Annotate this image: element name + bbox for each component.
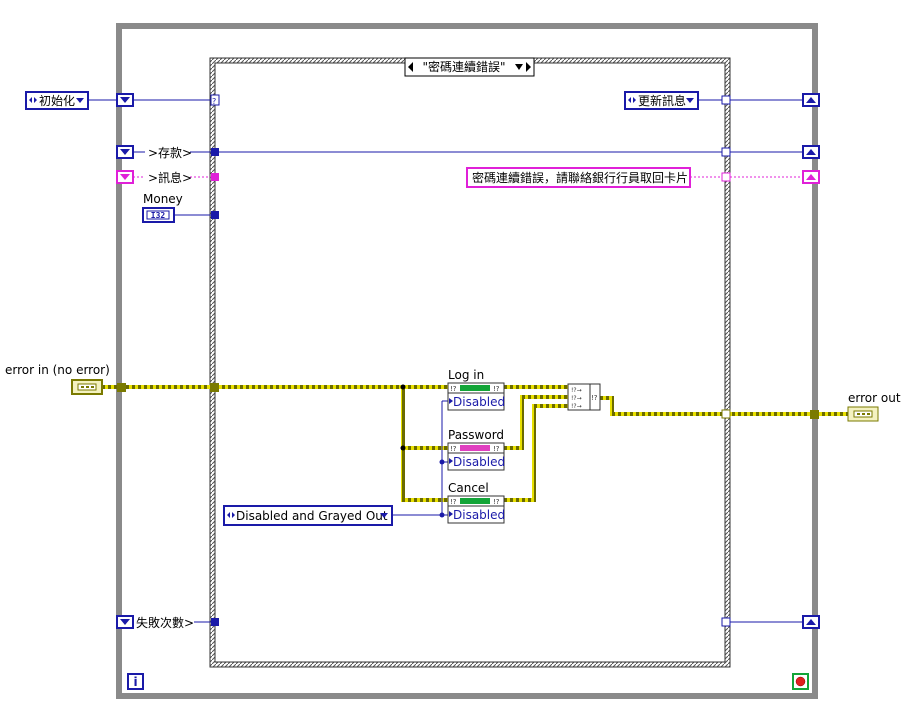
merge-errors-icon: !? xyxy=(591,394,598,402)
tunnel-icon xyxy=(721,95,731,105)
property-node-property: Disabled xyxy=(453,395,505,409)
tunnel-icon xyxy=(721,172,731,182)
money-type-badge: I32 xyxy=(151,211,166,220)
shift-register-icon xyxy=(806,97,816,103)
case-selector-value: "密碼連續錯誤" xyxy=(422,59,505,74)
merge-errors-node[interactable]: !?→ !?→ !?→ !? xyxy=(567,383,601,411)
tunnel-icon xyxy=(211,148,219,156)
property-node-color-bar xyxy=(460,385,490,391)
tunnel-icon xyxy=(210,383,219,392)
input-arrow-icon xyxy=(449,398,453,404)
tunnel-icon xyxy=(211,618,219,626)
message-label: >訊息> xyxy=(148,170,192,185)
svg-text:!?→: !?→ xyxy=(571,387,582,394)
property-node-label: Cancel xyxy=(448,481,489,495)
disabled-state-value: Disabled and Grayed Out xyxy=(236,509,388,523)
tunnel-icon xyxy=(721,617,731,627)
chevron-down-icon xyxy=(515,64,523,70)
error-out-indicator[interactable] xyxy=(847,406,879,422)
case-structure-inner xyxy=(214,62,726,663)
stop-icon xyxy=(795,676,806,687)
enum-constant-left[interactable]: 初始化 xyxy=(25,91,89,110)
enum-right-value: 更新訊息 xyxy=(638,93,686,108)
shift-register-icon xyxy=(806,174,816,180)
property-node-label: Password xyxy=(448,428,504,442)
wire-junction xyxy=(439,459,445,465)
error-out-label: error out xyxy=(848,391,901,405)
wire-junction xyxy=(439,512,445,518)
tunnel-icon xyxy=(810,410,819,419)
deposit-label: >存款> xyxy=(148,146,192,160)
shift-register-left-fail-count[interactable] xyxy=(116,615,134,629)
stop-terminal[interactable] xyxy=(792,673,809,690)
property-node-cancel[interactable]: Cancel !? !? Disabled xyxy=(447,481,505,524)
increment-decrement-icon xyxy=(227,512,235,518)
case-selector[interactable]: "密碼連續錯誤" xyxy=(404,57,535,77)
shift-register-icon xyxy=(806,149,816,155)
tunnel-icon xyxy=(117,383,126,392)
case-next-icon[interactable] xyxy=(526,62,531,72)
svg-text:!?: !? xyxy=(493,498,500,506)
property-node-login[interactable]: Log in !? !? Disabled xyxy=(447,368,505,411)
property-node-color-bar xyxy=(460,445,490,451)
property-node-color-bar xyxy=(460,498,490,504)
message-string-value: 密碼連續錯誤，請聯絡銀行行員取回卡片 xyxy=(472,170,688,185)
chevron-down-icon xyxy=(686,98,694,103)
tunnel-icon xyxy=(721,409,731,419)
shift-register-icon xyxy=(120,149,130,155)
shift-register-left-message[interactable] xyxy=(116,170,134,184)
property-node-property: Disabled xyxy=(453,508,505,522)
while-loop-frame[interactable] xyxy=(116,23,818,699)
tunnel-icon xyxy=(211,173,219,181)
chevron-down-icon xyxy=(380,513,388,518)
tunnel-icon xyxy=(721,147,731,157)
money-label: Money xyxy=(143,192,183,206)
fail-count-label: 失敗次數> xyxy=(136,615,194,630)
wire-junction xyxy=(400,384,406,390)
svg-text:!?→: !?→ xyxy=(571,403,582,410)
message-string-constant[interactable]: 密碼連續錯誤，請聯絡銀行行員取回卡片 xyxy=(466,167,691,188)
svg-text:!?: !? xyxy=(493,445,500,453)
iteration-terminal: i xyxy=(127,673,144,690)
disabled-state-constant[interactable]: Disabled and Grayed Out xyxy=(223,505,393,526)
svg-text:!?: !? xyxy=(450,385,457,393)
input-arrow-icon xyxy=(449,458,453,464)
tunnel-icon xyxy=(211,211,219,219)
disabled-wires xyxy=(392,400,448,516)
shift-register-left-deposit[interactable] xyxy=(116,145,134,159)
shift-register-right-enum[interactable] xyxy=(802,93,820,107)
shift-register-right-message[interactable] xyxy=(802,170,820,184)
enum-constant-right[interactable]: 更新訊息 xyxy=(624,91,699,110)
svg-text:!?: !? xyxy=(493,385,500,393)
property-node-property: Disabled xyxy=(453,455,505,469)
enum-left-value: 初始化 xyxy=(39,94,75,108)
case-prev-icon[interactable] xyxy=(408,62,413,72)
shift-register-icon xyxy=(120,97,130,103)
svg-text:!?: !? xyxy=(450,445,457,453)
increment-decrement-icon xyxy=(29,97,37,103)
iteration-terminal-label: i xyxy=(133,675,137,689)
input-arrow-icon xyxy=(449,511,453,517)
shift-register-icon xyxy=(806,619,816,625)
tunnel-icon xyxy=(210,94,220,106)
error-in-control[interactable] xyxy=(71,379,103,395)
chevron-down-icon xyxy=(76,98,84,103)
property-node-password[interactable]: Password !? !? Disabled xyxy=(447,428,505,471)
wire-junction xyxy=(400,445,406,451)
property-node-label: Log in xyxy=(448,368,484,382)
shift-register-right-deposit[interactable] xyxy=(802,145,820,159)
unwired-tunnel-mark: ? xyxy=(212,97,216,106)
svg-text:!?→: !?→ xyxy=(571,395,582,402)
shift-register-icon xyxy=(120,174,130,180)
svg-text:!?: !? xyxy=(450,498,457,506)
shift-register-icon xyxy=(120,619,130,625)
shift-register-left-enum[interactable] xyxy=(116,93,134,107)
increment-decrement-icon xyxy=(628,97,636,103)
money-indicator[interactable]: I32 xyxy=(142,207,175,223)
error-wires xyxy=(102,385,848,502)
shift-register-right-fail-count[interactable] xyxy=(802,615,820,629)
error-in-label: error in (no error) xyxy=(5,363,110,377)
